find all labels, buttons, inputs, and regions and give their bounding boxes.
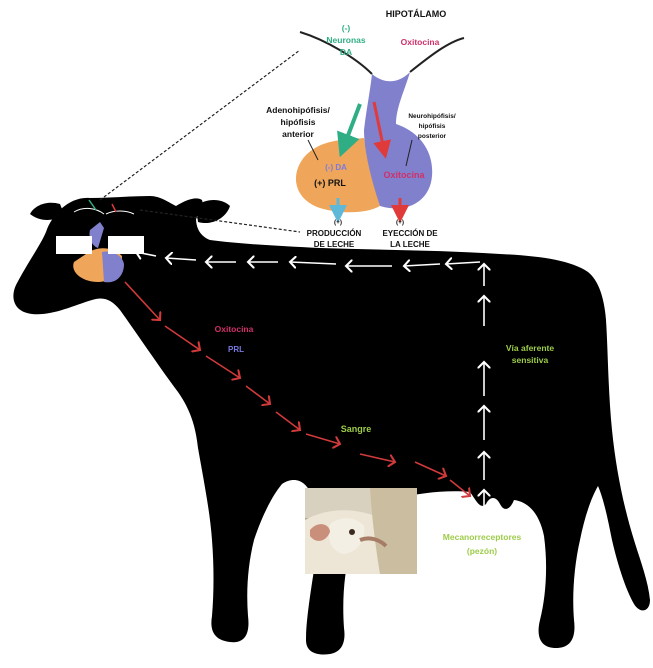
adenohypophysis-label: Adenohipófisis/ [266,105,330,115]
production-sign: (+) [334,219,342,226]
milk-production-label: PRODUCCIÓN [307,229,362,238]
prl-stimulation-label: (+) PRL [314,178,346,188]
milk-ejection-label-2: LA LECHE [390,240,430,249]
ejection-sign: (+) [396,219,404,226]
blood-oxytocin-label: Oxitocina [215,324,254,334]
neurohypophysis-label: Neurohipófisis/ [408,113,456,120]
adenohypophysis-label-3: anterior [282,129,314,139]
neurons-sign-label: (-) [342,23,351,33]
milk-ejection-label: EYECCIÓN DE [382,229,438,238]
mechanoreceptors-label-2: (pezón) [467,546,497,556]
neurohypophysis-label-3: posterior [418,133,447,140]
neurohypophysis-label-2: hipófisis [419,123,446,130]
afferent-pathway-label-2: sensitiva [512,355,549,365]
neurons-da-label: DA [340,47,352,57]
milk-production-label-2: DE LECHE [314,240,355,249]
oxytocin-top-label: Oxitocina [401,37,440,47]
neurons-label: Neuronas [326,35,365,45]
oxytocin-gland-label: Oxitocina [383,170,425,180]
blood-prl-label: PRL [228,345,244,354]
afferent-pathway-label: Vía aferente [506,343,554,353]
mechanoreceptors-label: Mecanorreceptores [443,532,522,542]
adenohypophysis-label-2: hipófisis [281,117,316,127]
hypothalamus-label: HIPOTÁLAMO [386,9,447,19]
blood-label: Sangre [341,424,372,434]
da-inhibition-label: (-) DA [325,163,347,172]
calf-suckling-photo [305,488,417,574]
